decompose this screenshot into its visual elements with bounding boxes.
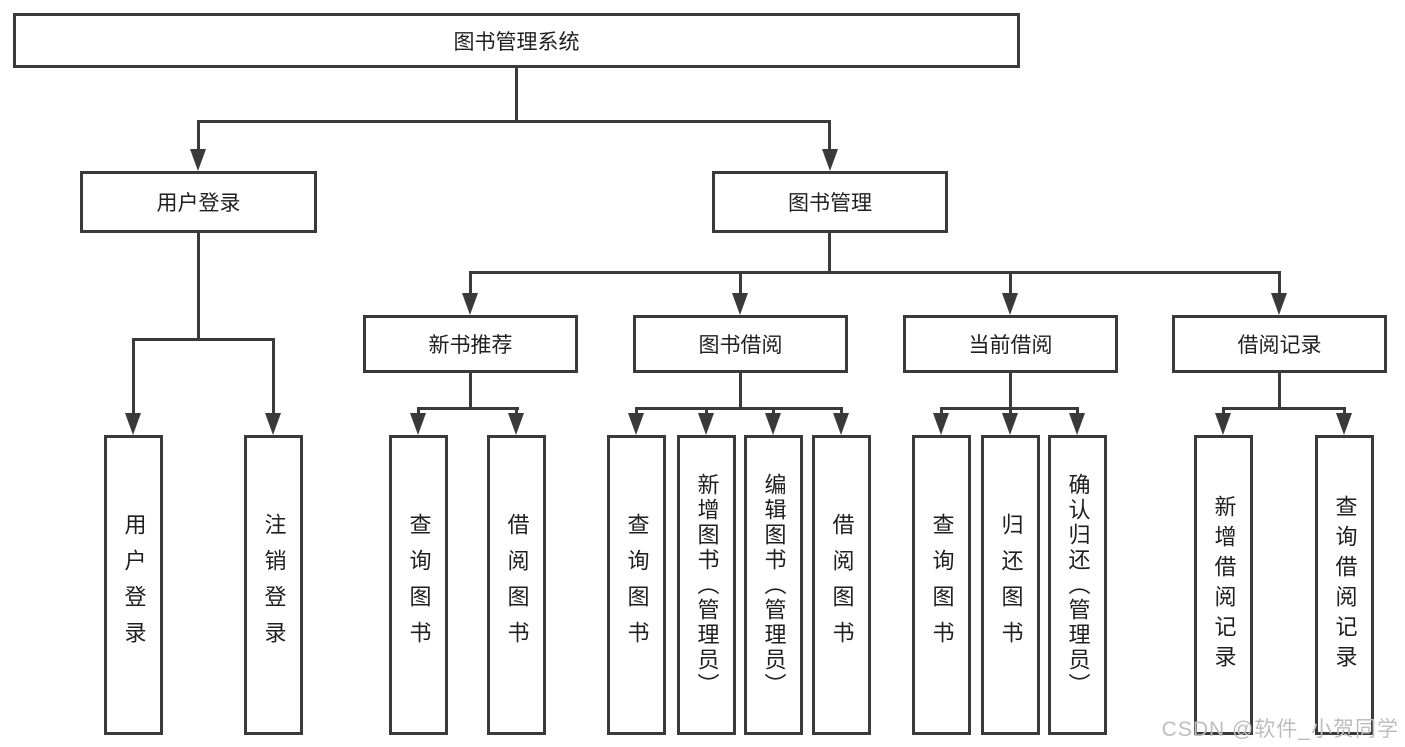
arrow-down-icon [732,293,748,315]
node-label: 当前借阅 [968,334,1053,357]
node-label: 用户登录 [121,513,147,657]
connector [1222,407,1225,416]
node-query-borrow-record: 查询借阅记录 [1315,435,1374,735]
connector [1222,407,1346,410]
node-edit-books-admin: 编辑图书（管理员） [744,435,803,735]
node-label: 新书推荐 [428,334,513,357]
connector [197,120,831,123]
connector [1278,271,1281,295]
connector [1343,407,1346,416]
connector [1009,407,1012,416]
node-label: 查询图书 [406,513,432,657]
connector [1009,271,1012,295]
connector [940,407,943,416]
node-borrow-books: 借阅图书 [487,435,546,735]
node-label: 查询借阅记录 [1332,495,1358,675]
connector [469,271,1280,274]
connector [515,407,518,416]
node-user-login: 用户登录 [80,171,317,233]
connector [197,120,200,151]
arrow-down-icon [1336,413,1352,435]
node-library-management-system: 图书管理系统 [13,13,1020,68]
node-logout: 注销登录 [244,435,303,735]
arrow-down-icon [1215,413,1231,435]
connector [469,373,472,410]
node-book-management: 图书管理 [712,171,948,233]
arrow-down-icon [933,413,949,435]
node-label: 注销登录 [261,513,287,657]
connector [635,407,843,410]
connector [132,338,135,415]
arrow-down-icon [822,149,838,171]
node-borrowing-records: 借阅记录 [1172,315,1387,373]
connector [739,373,742,410]
connector [1009,373,1012,410]
node-label: 查询图书 [624,513,650,657]
node-label: 归还图书 [998,513,1024,657]
node-label: 借阅记录 [1237,334,1322,357]
node-confirm-return-admin: 确认归还（管理员） [1048,435,1107,735]
connector [828,120,831,151]
node-label: 图书管理 [788,192,872,215]
node-label: 借阅图书 [504,513,530,657]
node-label: 用户登录 [156,192,241,215]
node-label: 图书借阅 [698,334,783,357]
connector [840,407,843,416]
arrow-down-icon [462,293,478,315]
arrow-down-icon [1002,413,1018,435]
connector [705,407,708,416]
node-label: 新增借阅记录 [1211,495,1237,675]
node-user-login-action: 用户登录 [104,435,163,735]
node-label: 新增图书（管理员） [694,472,720,698]
arrow-down-icon [628,413,644,435]
connector [469,271,472,295]
node-add-borrow-record: 新增借阅记录 [1194,435,1253,735]
node-label: 查询图书 [929,513,955,657]
node-label: 编辑图书（管理员） [761,472,787,698]
node-label: 确认归还（管理员） [1065,472,1091,698]
node-return-books: 归还图书 [981,435,1040,735]
node-book-borrowing: 图书借阅 [633,315,848,373]
connector [635,407,638,416]
connector [417,407,420,416]
node-new-book-recommend: 新书推荐 [363,315,578,373]
connector [1076,407,1079,416]
connector [272,338,275,415]
connector [197,233,200,338]
connector [772,407,775,416]
arrow-down-icon [1069,413,1085,435]
node-label: 图书管理系统 [453,30,580,54]
node-query-books: 查询图书 [607,435,666,735]
arrow-down-icon [190,149,206,171]
node-query-books: 查询图书 [912,435,971,735]
arrow-down-icon [1002,293,1018,315]
connector [828,233,831,271]
connector [739,271,742,295]
node-add-books-admin: 新增图书（管理员） [677,435,736,735]
connector [417,407,519,410]
arrow-down-icon [1271,293,1287,315]
arrow-down-icon [508,413,524,435]
arrow-down-icon [265,413,281,435]
connector [515,68,518,120]
node-label: 借阅图书 [829,513,855,657]
arrow-down-icon [410,413,426,435]
node-current-borrowing: 当前借阅 [903,315,1118,373]
node-query-books: 查询图书 [389,435,448,735]
node-borrow-books: 借阅图书 [812,435,871,735]
connector [132,338,274,341]
arrow-down-icon [765,413,781,435]
arrow-down-icon [125,413,141,435]
csdn-watermark: CSDN @软件_小贺同学 [1161,718,1399,741]
arrow-down-icon [698,413,714,435]
arrow-down-icon [833,413,849,435]
connector [1278,373,1281,410]
